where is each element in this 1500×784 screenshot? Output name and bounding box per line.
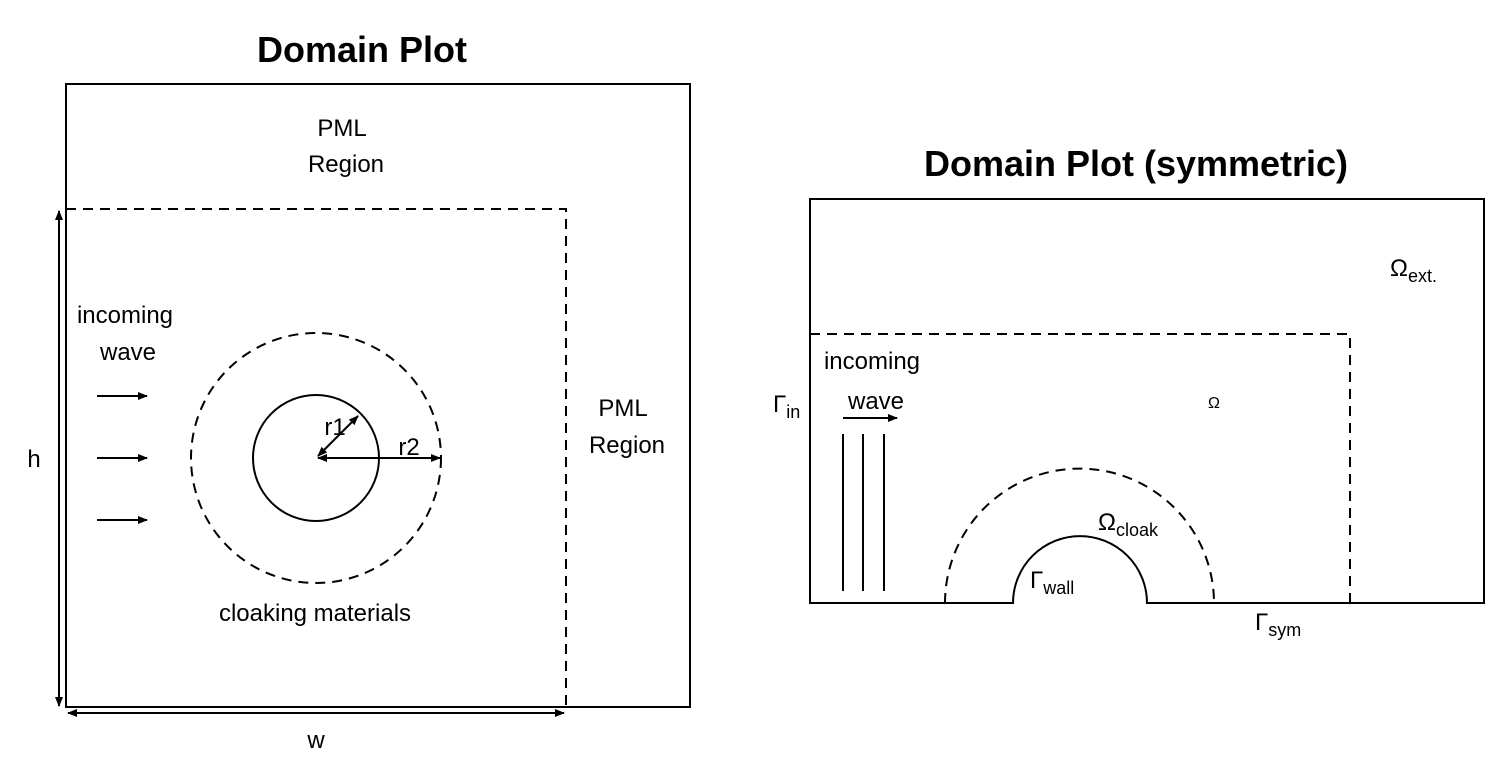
- incoming-label-1: incoming: [77, 302, 173, 329]
- right-title: Domain Plot (symmetric): [924, 143, 1348, 184]
- incoming-label-2-sym: wave: [847, 388, 904, 415]
- r1-arrow: [317, 415, 359, 457]
- r1-label: r1: [324, 414, 345, 441]
- left-title: Domain Plot: [257, 29, 467, 70]
- gamma-wall-label: Γwall: [1030, 567, 1074, 598]
- pml-boundary: [66, 208, 567, 707]
- incoming-label-1-sym: incoming: [824, 348, 920, 375]
- cloak-label: cloaking materials: [219, 600, 411, 627]
- right-panel: Domain Plot (symmetric) Ωext. Ω Ωcloak Γ…: [773, 143, 1485, 640]
- pml-top-label-1: PML: [317, 115, 366, 142]
- w-label: w: [306, 727, 325, 754]
- omega-ext-label: Ωext.: [1390, 255, 1437, 286]
- pml-right-label-1: PML: [598, 395, 647, 422]
- left-panel: Domain Plot PML Region PML Region incomi…: [27, 29, 691, 754]
- gamma-in-label: Γin: [773, 391, 800, 422]
- inner-domain-boundary: [810, 333, 1351, 603]
- h-label: h: [27, 446, 40, 473]
- omega-cloak-label: Ωcloak: [1098, 509, 1159, 540]
- pml-top-label-2: Region: [308, 151, 384, 178]
- outer-domain-box: [65, 83, 691, 708]
- incoming-label-2: wave: [99, 339, 156, 366]
- outer-symmetric-domain: [809, 198, 1485, 604]
- r2-label: r2: [398, 434, 419, 461]
- omega-label: Ω: [1208, 395, 1220, 412]
- cloak-half-circle: [944, 467, 1215, 604]
- pml-right-label-2: Region: [589, 432, 665, 459]
- gamma-sym-label: Γsym: [1255, 609, 1301, 640]
- cloak-outer-circle: [190, 332, 442, 584]
